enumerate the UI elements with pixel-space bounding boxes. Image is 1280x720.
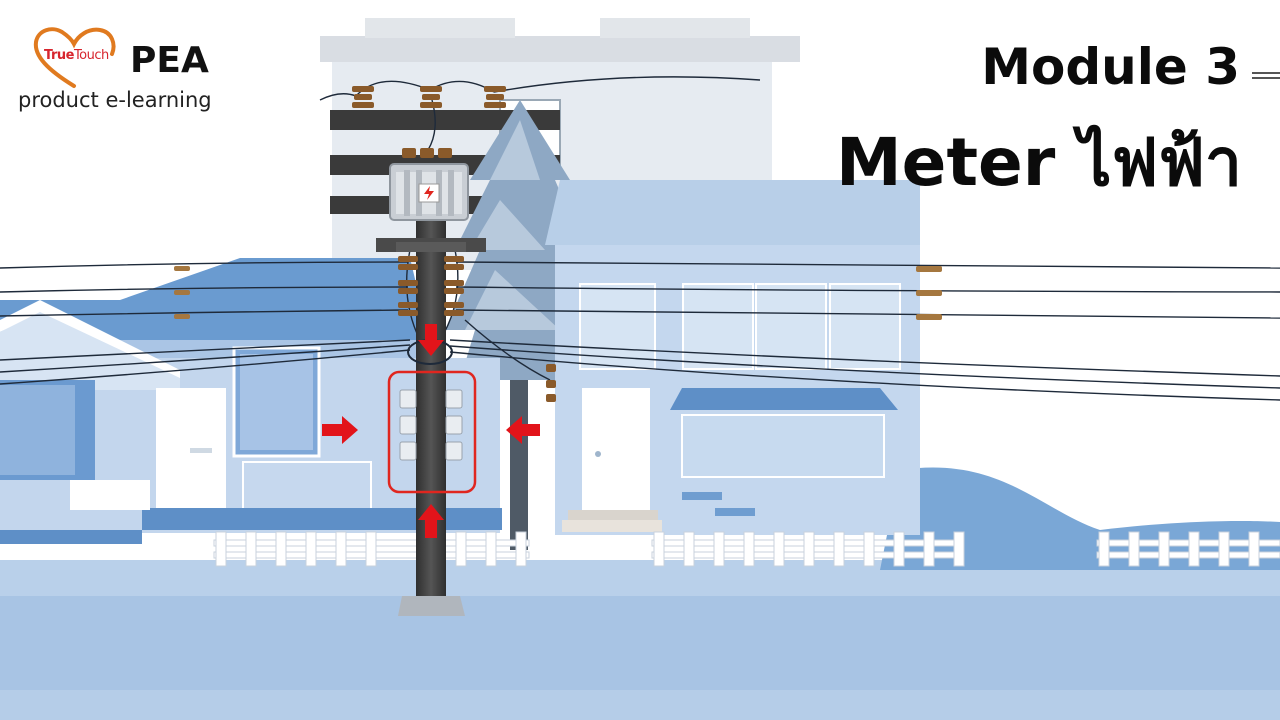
logo-text-true: True	[44, 48, 74, 63]
meter	[445, 441, 463, 461]
transformer	[389, 163, 469, 221]
logo-text-touch: Touch	[73, 48, 109, 63]
fence-right	[1096, 531, 1280, 567]
brand-logo: TrueTouch PEA product e-learning	[18, 26, 248, 122]
arrow-left-icon	[506, 416, 540, 444]
dash-icon	[1252, 72, 1280, 84]
arrow-right-icon	[322, 416, 358, 444]
heart-icon	[33, 27, 116, 88]
meter	[445, 389, 463, 409]
meter	[399, 441, 417, 461]
logo-brand-text: TrueTouch	[44, 48, 109, 63]
brand-name: PEA	[130, 40, 209, 81]
meter	[399, 415, 417, 435]
fence-left	[213, 531, 530, 567]
arrow-down-icon	[418, 324, 444, 356]
meter	[399, 389, 417, 409]
meter-bank	[399, 389, 463, 461]
top-insulators	[352, 86, 506, 158]
page-title: Meter ไฟฟ้า	[836, 124, 1242, 201]
module-label: Module 3	[981, 38, 1240, 96]
meter	[445, 415, 463, 435]
fade-overlay	[540, 0, 1280, 470]
title-block: Module 3 Meter ไฟฟ้า	[720, 38, 1280, 201]
pointer-arrows	[322, 324, 540, 538]
fence-middle	[651, 531, 965, 567]
wire-insulators	[174, 266, 942, 320]
meter-highlight-box	[387, 370, 477, 494]
transformer-icon	[424, 186, 434, 200]
arrow-up-icon	[418, 504, 444, 538]
brand-subtitle: product e-learning	[18, 88, 212, 112]
side-insulators	[398, 256, 556, 402]
road-stripe	[0, 690, 1280, 720]
